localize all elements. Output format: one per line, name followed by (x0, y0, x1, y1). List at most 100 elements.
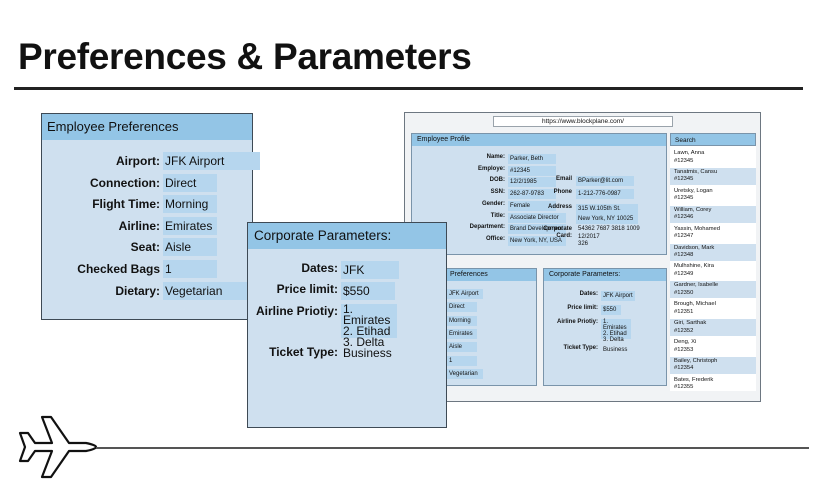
price-limit-value: $550 (341, 282, 395, 300)
mini-pref-value: Direct (447, 302, 477, 313)
mini-price-value: $550 (601, 305, 621, 315)
employee-preferences-heading: Employee Preferences (42, 114, 252, 140)
mini-corporate-heading: Corporate Parameters: (544, 269, 666, 281)
employee-pref-label: Checked Bags (77, 262, 160, 276)
mini-dates-value: JFK Airport (601, 291, 635, 301)
airline-priority-1: 1. Emirates (343, 302, 391, 327)
employee-pref-value: Emirates (163, 216, 217, 235)
employee-pref-label: Seat: (130, 240, 160, 255)
employee-list-item[interactable]: Bates, Frederik#12355 (670, 376, 756, 393)
employee-name: Uretsky, Logan (674, 187, 713, 194)
price-limit-label: Price limit: (276, 282, 338, 296)
employee-id: #12349 (674, 270, 694, 277)
employee-name: Lawn, Anna (674, 150, 705, 156)
search-input[interactable]: Search (670, 133, 756, 146)
employee-name: Tanatmis, Cansu (674, 168, 718, 175)
address-line2: New York, NY 10025 (578, 216, 634, 222)
profile-value: Associate Director (508, 212, 566, 223)
employee-list-item[interactable]: Uretsky, Logan#12345 (670, 187, 756, 204)
card-cvv: 326 (578, 241, 589, 247)
employee-name: Yassin, Mohamed (674, 225, 720, 232)
airline-priority-3: 3. Delta (343, 335, 385, 349)
employee-list-item[interactable]: Brough, Michael#12351 (670, 300, 756, 317)
employee-pref-value: JFK Airport (163, 152, 260, 170)
mini-airline-values: 1. Emirates 2. Etihad 3. Delta (601, 319, 631, 343)
corporate-parameters-panel: Corporate Parameters: Dates: JFK Airport… (247, 222, 447, 428)
phone-value: 1-212-776-0987 (576, 189, 634, 199)
profile-value: 262-87-9783 (508, 189, 556, 200)
employee-name: Giri, Sarthak (674, 320, 707, 327)
employee-name: Deng, Xi (674, 339, 697, 345)
card-label-line2: Card: (556, 233, 572, 239)
mini-pref-value: Emirates (447, 328, 477, 339)
url-bar[interactable]: https://www.blockplane.com/ (493, 116, 673, 127)
mini-ticket-value: Business (603, 347, 628, 353)
employee-pref-value: Aisle (163, 238, 217, 257)
profile-value: #12345 (508, 165, 556, 176)
dates-value: JFK Airport (341, 261, 399, 295)
employee-profile-heading: Employee Profile (412, 134, 666, 146)
employee-list-item[interactable]: Giri, Sarthak#12352 (670, 319, 756, 337)
card-label-line1: Corporate (543, 226, 572, 232)
employee-list-item[interactable]: Lawn, Anna#12345 (670, 149, 756, 166)
airline-priority-label: Airline Priotiy: (255, 304, 338, 318)
employee-pref-value: Morning (163, 195, 217, 214)
mini-dates-label: Dates: (579, 291, 598, 297)
employee-id: #12346 (674, 214, 694, 221)
employee-pref-label: Flight Time: (92, 197, 160, 212)
employee-name: Bates, Frederik (674, 376, 714, 383)
employee-name: Mulhshine, Kira (674, 263, 714, 270)
employee-id: #12348 (674, 252, 694, 258)
mini-pref-value: Aisle (447, 342, 477, 353)
profile-value: Parker, Beth (508, 154, 556, 164)
profile-value: Female (508, 200, 556, 211)
employee-pref-label: Airline: (118, 218, 160, 233)
ticket-type-label: Ticket Type: (269, 345, 338, 359)
corporate-parameters-heading: Corporate Parameters: (248, 223, 446, 249)
mini-pref-value: Morning (447, 315, 477, 326)
profile-value: New York, NY, USA (508, 235, 566, 246)
profile-label: Name: (486, 154, 505, 160)
employee-list-item[interactable]: Mulhshine, Kira#12349 (670, 262, 756, 279)
profile-value: Brand Development (508, 224, 566, 235)
card-label: Corporate Card: (522, 226, 572, 240)
profile-label: Department: (469, 224, 505, 231)
airline-priority-values: 1. Emirates 2. Etihad 3. Delta (341, 302, 397, 348)
employee-id: #12345 (674, 157, 694, 164)
address-value: 315 W.105th St. New York, NY 10025 (576, 204, 638, 224)
employee-preferences-panel: Employee Preferences Airport:JFK Airport… (41, 113, 260, 320)
profile-label: Office: (485, 235, 505, 242)
profile-value: 12/2/1985 (508, 177, 556, 188)
employee-pref-label: Dietary: (115, 283, 160, 298)
flight-path-line (96, 447, 809, 449)
airline-priority-2: 2. Etihad (343, 324, 391, 338)
mini-pref-value: Vegetarian (447, 368, 483, 379)
mini-airline-2: 2. Etihad (603, 331, 627, 337)
employee-list-item[interactable]: Davidson, Mark#12348 (670, 243, 756, 261)
employee-list-item[interactable]: Tanatmis, Cansu#12345 (670, 167, 756, 185)
dates-label: Dates: (301, 261, 338, 275)
employee-pref-value: 1 (163, 260, 217, 278)
employee-id: #12355 (674, 384, 694, 391)
employee-id: #12350 (674, 289, 694, 296)
employee-id: #12351 (674, 308, 694, 315)
mini-price-label: Price limit: (567, 305, 598, 311)
employee-name: William, Corey (674, 206, 712, 213)
employee-id: #12347 (674, 233, 694, 240)
card-number: 54362 7687 3818 1009 (578, 226, 640, 232)
phone-label: Phone (553, 189, 572, 195)
employee-list-item[interactable]: Gardner, Isabelle#12350 (670, 281, 756, 299)
employee-id: #12352 (674, 327, 694, 334)
profile-label: SSN: (490, 189, 505, 196)
employee-list-item[interactable]: Bailey, Christoph#12354 (670, 356, 756, 374)
mini-airline-label: Airline Priotiy: (556, 319, 598, 325)
mini-pref-value: JFK Airport (447, 289, 483, 299)
employee-list-item[interactable]: Deng, Xi#12353 (670, 338, 756, 355)
employee-name: Davidson, Mark (674, 244, 715, 251)
employee-list-item[interactable]: Yassin, Mohamed#12347 (670, 225, 756, 242)
ticket-type-value: Business (343, 346, 392, 360)
employee-list-item[interactable]: William, Corey#12346 (670, 205, 756, 223)
employee-pref-label: Connection: (90, 175, 160, 190)
